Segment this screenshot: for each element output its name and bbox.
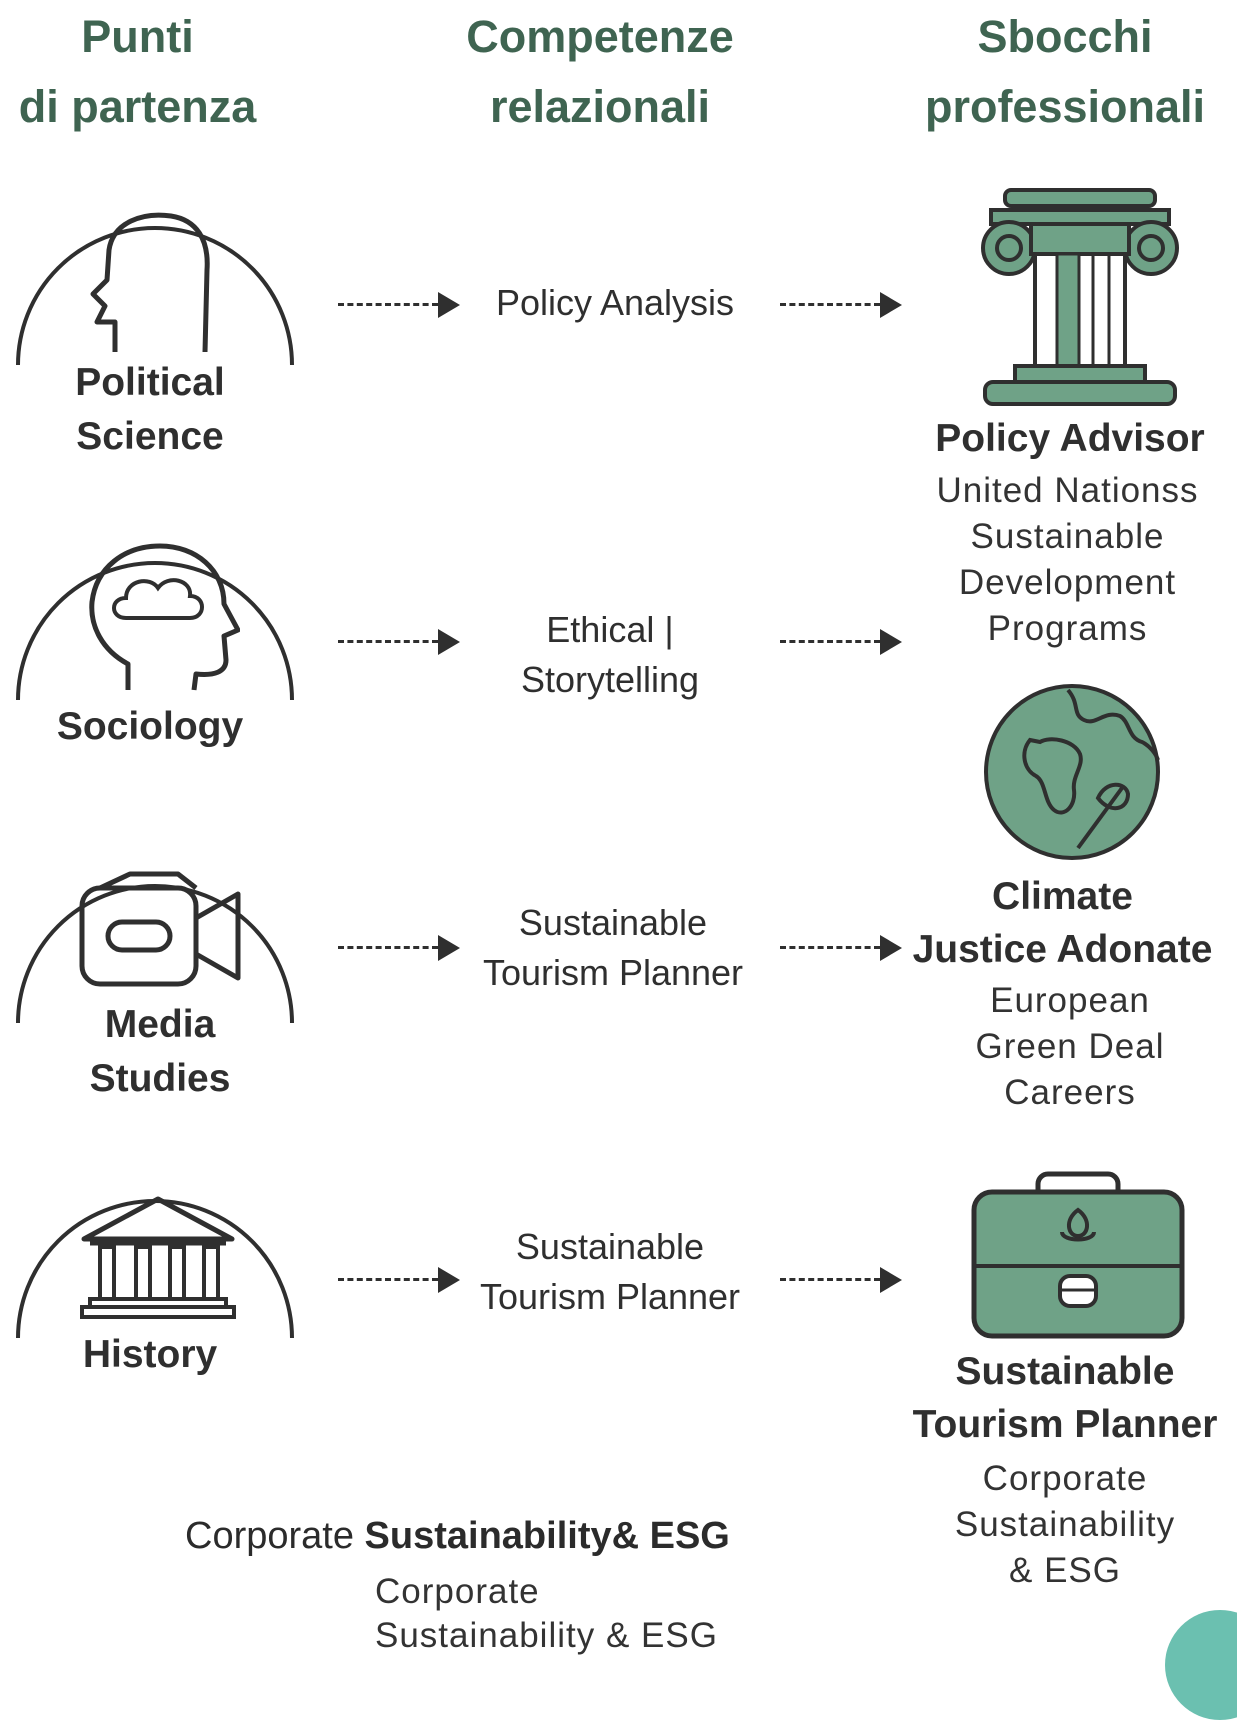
career-sub-line: Sustainable	[970, 517, 1165, 556]
competence-line: Storytelling	[520, 659, 700, 700]
competence-policy-analysis: Policy Analysis	[470, 278, 760, 328]
header-starting-points-line1: Punti	[81, 11, 194, 62]
footer-sub-line: Corporate	[375, 1572, 540, 1611]
competence-line: Tourism Planner	[482, 952, 744, 993]
competence-line: Ethical |	[546, 609, 674, 650]
competence-line: Tourism Planner	[479, 1276, 741, 1317]
competence-sustainable-tourism-planner-2: Sustainable Tourism Planner	[460, 1222, 760, 1322]
start-label-line: Media	[104, 1003, 216, 1046]
career-sub-line: Corporate	[982, 1459, 1148, 1498]
arc-frame	[16, 561, 294, 701]
career-title-sustainable-tourism: Sustainable Tourism Planner	[895, 1345, 1235, 1451]
start-label-line: Studies	[89, 1057, 231, 1100]
arrow-connector	[338, 627, 463, 657]
arrow-connector	[338, 1265, 463, 1295]
arrow-connector	[780, 290, 905, 320]
career-sub-line: United Nationss	[936, 471, 1199, 510]
start-label-line: History	[82, 1333, 218, 1376]
career-title-climate-justice: Climate Justice Adonate	[890, 870, 1235, 976]
arc-frame	[16, 226, 294, 366]
competence-line: Policy Analysis	[495, 282, 735, 323]
competence-sustainable-tourism-planner: Sustainable Tourism Planner	[463, 898, 763, 998]
footer-sub: Corporate Sustainability & ESG	[375, 1570, 718, 1658]
bank-building-icon	[80, 1196, 236, 1319]
career-sub-line: Sustainability	[954, 1505, 1176, 1544]
career-title-line: Sustainable	[955, 1350, 1175, 1393]
footer-sub-line: Sustainability & ESG	[375, 1616, 718, 1655]
arrow-connector	[338, 933, 463, 963]
footer-bold: Sustainability& ESG	[364, 1515, 730, 1557]
career-sub-un-programs: United Nationss Sustainable Development …	[900, 468, 1235, 652]
competence-ethical-storytelling: Ethical | Storytelling	[465, 605, 755, 705]
career-sub-line: Careers	[1004, 1073, 1136, 1112]
start-label-history: History	[10, 1328, 290, 1382]
arrow-connector	[780, 1265, 905, 1295]
arrow-connector	[338, 290, 463, 320]
header-relational-skills-line1: Competenze	[466, 11, 734, 62]
header-relational-skills-line2: relazionali	[489, 81, 711, 132]
career-sub-line: & ESG	[1009, 1551, 1121, 1590]
start-label-media-studies: Media Studies	[20, 998, 300, 1106]
career-title-line: Justice Adonate	[912, 928, 1213, 971]
footer-prefix: Corporate	[185, 1515, 354, 1557]
header-career-outlets: Sbocchi professionali	[905, 2, 1225, 142]
career-sub-green-deal: European Green Deal Careers	[905, 978, 1235, 1116]
briefcase-leaf-icon	[971, 1171, 1185, 1339]
header-relational-skills: Competenze relazionali	[430, 2, 770, 142]
start-label-sociology: Sociology	[10, 700, 290, 754]
career-sub-line: European	[990, 981, 1150, 1020]
header-starting-points-line2: di partenza	[18, 81, 257, 132]
career-title-line: Climate	[992, 875, 1133, 918]
start-label-line: Political	[75, 361, 225, 404]
corner-circle-decoration	[1165, 1610, 1237, 1720]
career-sub-line: Development	[958, 563, 1177, 602]
footer-heading: Corporate Sustainability& ESG	[185, 1515, 730, 1558]
ionic-column-icon	[981, 188, 1179, 406]
competence-line: Sustainable	[518, 902, 708, 943]
head-thinking-cloud-icon	[89, 543, 240, 691]
career-title-line: Policy Advisor	[935, 417, 1205, 460]
globe-leaf-icon	[984, 684, 1160, 860]
start-label-political-science: Political Science	[10, 356, 290, 464]
competence-line: Sustainable	[515, 1226, 705, 1267]
video-camera-icon	[79, 871, 241, 987]
career-title-policy-advisor: Policy Advisor	[905, 412, 1235, 465]
arrow-connector	[780, 627, 905, 657]
start-label-line: Science	[76, 415, 224, 458]
arrow-connector	[780, 933, 905, 963]
career-sub-line: Programs	[987, 609, 1148, 648]
career-sub-corporate-esg: Corporate Sustainability & ESG	[905, 1456, 1225, 1594]
header-career-outlets-line1: Sbocchi	[977, 11, 1153, 62]
header-career-outlets-line2: professionali	[924, 81, 1206, 132]
career-title-line: Tourism Planner	[912, 1403, 1218, 1446]
start-label-line: Sociology	[56, 705, 244, 748]
career-sub-line: Green Deal	[975, 1027, 1165, 1066]
head-profile-icon	[90, 212, 210, 353]
header-starting-points: Punti di partenza	[0, 2, 275, 142]
